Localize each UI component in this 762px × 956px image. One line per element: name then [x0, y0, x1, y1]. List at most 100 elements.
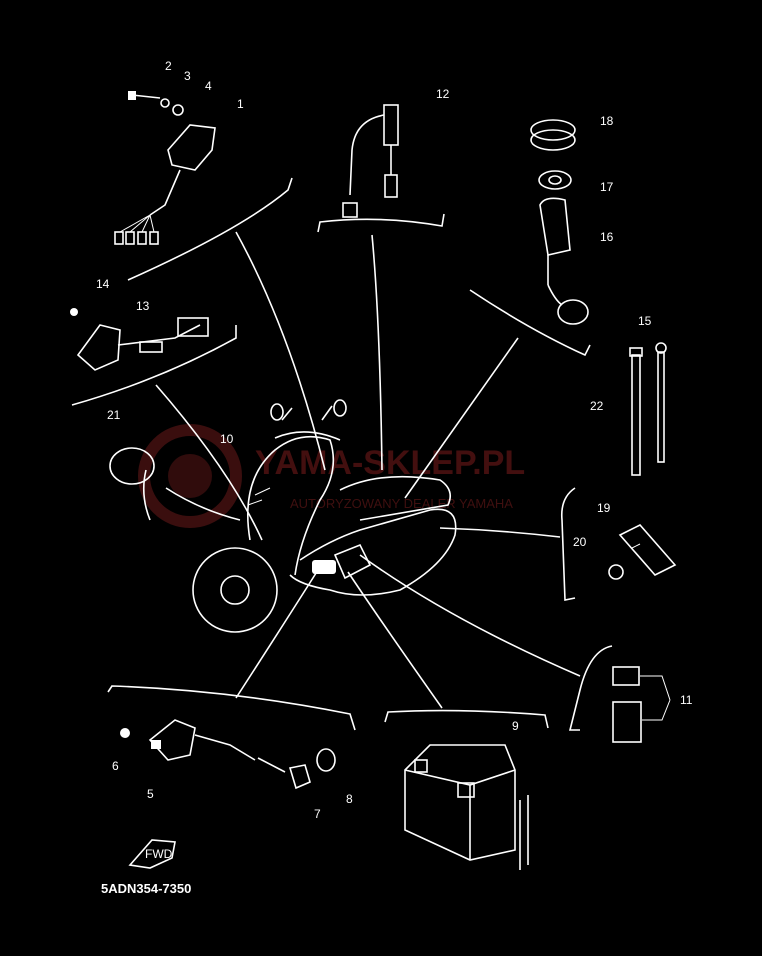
grommet-18-bottom — [530, 129, 576, 151]
callout-12: 12 — [436, 87, 450, 101]
callout-8: 8 — [346, 792, 353, 806]
sensor-12-body — [383, 104, 399, 146]
leader-lower-right — [359, 554, 581, 677]
shield-detail — [247, 487, 271, 506]
bolt-2-head — [128, 91, 136, 100]
frame-top-center — [317, 213, 445, 233]
grommet-18 — [530, 119, 576, 141]
callout-20: 20 — [573, 535, 587, 549]
leader-bottom-left — [235, 569, 319, 699]
bracket-13-sleeve — [139, 341, 163, 353]
leader-top-center — [371, 234, 383, 471]
callout-17: 17 — [600, 180, 614, 194]
drawing-reference: 5ADN354-7350 — [101, 881, 191, 896]
coil-5-mount — [151, 740, 161, 749]
right-mirror — [333, 399, 347, 417]
coil-5 — [148, 719, 196, 761]
sender-16-float-arm — [547, 284, 563, 306]
frame-right — [560, 487, 576, 601]
callout-14: 14 — [96, 277, 110, 291]
callout-3: 3 — [184, 69, 191, 83]
plate-assembly — [608, 524, 677, 580]
relay-1-terminal-b — [125, 231, 135, 245]
callout-11: 11 — [680, 693, 693, 707]
callout-2: 2 — [165, 59, 172, 73]
frame-left — [71, 325, 237, 406]
sensor-12-tip — [384, 174, 398, 198]
band-15 — [657, 351, 665, 463]
fwd-indicator: FWD — [128, 839, 176, 869]
callout-4: 4 — [205, 79, 212, 93]
leader-cap — [165, 487, 241, 521]
leader-bottom-center — [347, 571, 443, 709]
relay-1-terminal-a — [114, 231, 124, 245]
watermark-logo-core-icon — [168, 454, 212, 498]
fwd-label: FWD — [145, 847, 173, 861]
screw-14 — [70, 308, 78, 316]
cable-tie-22-head — [629, 347, 643, 357]
coil-5-lead — [194, 734, 256, 761]
relay-1 — [167, 124, 216, 171]
plug-cover-8 — [316, 748, 336, 772]
callout-6: 6 — [112, 759, 119, 773]
callout-9: 9 — [512, 719, 519, 733]
fuse-11-leader — [640, 675, 671, 721]
leader-left — [155, 384, 263, 541]
callout-7: 7 — [314, 807, 321, 821]
relay-assembly — [114, 91, 216, 245]
bolt-2 — [131, 94, 161, 99]
callout-5: 5 — [147, 787, 154, 801]
callout-16: 16 — [600, 230, 614, 244]
callout-21: 21 — [107, 408, 121, 422]
callout-15: 15 — [638, 314, 652, 328]
callout-18: 18 — [600, 114, 614, 128]
floor-step — [333, 543, 372, 580]
plug-cap-7 — [288, 764, 311, 790]
battery-9-vent-tube — [519, 795, 529, 870]
callout-22: 22 — [590, 399, 604, 413]
washer-4 — [172, 104, 184, 116]
fuse-11-b — [612, 701, 642, 743]
front-wheel — [192, 547, 278, 633]
bracket-13-connector — [177, 317, 209, 337]
leader-lines — [155, 231, 581, 709]
battery-assembly — [404, 744, 529, 870]
leader-top-right — [404, 337, 519, 499]
gasket-17-hole — [548, 175, 562, 185]
leader-top-left — [235, 231, 326, 471]
watermark-sub-text: AUTORYZOWANY DEALER YAMAHA — [290, 496, 513, 511]
center-connector — [312, 560, 336, 574]
fwd-arrow-icon — [128, 839, 176, 869]
front-hub — [220, 575, 250, 605]
frame-top-left — [127, 177, 293, 281]
frame-top-right — [469, 289, 591, 357]
plate-19 — [618, 524, 677, 576]
sensor-assembly — [342, 104, 399, 218]
bracket-13 — [76, 324, 121, 371]
relay-1-wire — [149, 169, 181, 216]
gasket-17 — [538, 170, 572, 190]
sender-16-body — [539, 197, 571, 256]
callout-1: 1 — [237, 97, 244, 111]
battery-9-terminal-b — [414, 759, 428, 773]
band-15-head — [655, 342, 667, 354]
cap-21 — [109, 447, 155, 485]
frame-bottom-center — [384, 709, 549, 729]
cable-tie-22 — [631, 354, 641, 476]
body-panel — [289, 508, 457, 596]
fuse-11-a — [612, 666, 640, 686]
handlebar — [274, 405, 341, 441]
leader-right — [439, 527, 561, 538]
group-frames — [71, 177, 613, 731]
sensor-12-wire — [349, 114, 385, 196]
washer-3 — [160, 98, 170, 108]
plate-19-slot — [631, 543, 641, 549]
battery-9 — [404, 744, 516, 861]
front-shield — [247, 435, 335, 576]
cable-ties — [629, 342, 667, 476]
coil-5-cable — [257, 757, 286, 773]
frame-cap — [142, 469, 151, 521]
relay-1-terminal-c — [137, 231, 147, 245]
